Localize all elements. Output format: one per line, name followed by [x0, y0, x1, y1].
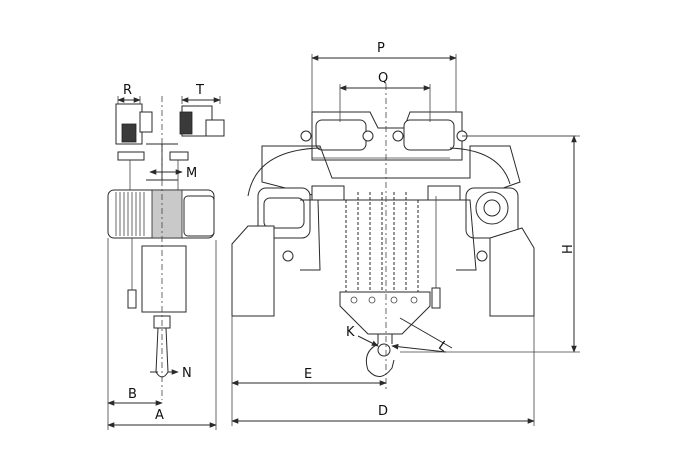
front-view: P Q H K L E D	[231, 41, 580, 426]
side-trolley-frame-right	[169, 151, 189, 161]
side-brake-cover	[183, 195, 215, 237]
dim-p-label: P	[377, 41, 385, 56]
front-plate-right	[427, 185, 461, 201]
side-pendant	[127, 289, 137, 309]
dim-h-label: H	[561, 244, 576, 254]
front-left-motor-cover	[263, 197, 305, 229]
side-gearbox	[151, 189, 183, 239]
side-hanger-rods	[129, 160, 179, 190]
dim-r-label: R	[123, 83, 132, 98]
front-left-indicator	[282, 250, 294, 262]
side-chain-bag	[141, 245, 187, 313]
front-trolley-right-wheel	[403, 119, 455, 151]
dim-q-label: Q	[378, 71, 388, 86]
front-trolley-frame	[311, 111, 463, 161]
side-trolley-motor	[205, 119, 225, 137]
front-chain-falls	[345, 192, 419, 296]
side-trolley-left-wheel	[121, 123, 137, 143]
front-left-chain-bag	[231, 225, 275, 317]
front-plate-left	[311, 185, 345, 201]
front-pendant	[431, 287, 441, 309]
front-cable-right	[449, 147, 511, 185]
front-hook-shank	[377, 334, 393, 344]
dim-d-label: D	[378, 404, 388, 419]
front-bumper-right-inner	[392, 130, 404, 142]
front-bumper-left	[300, 130, 312, 142]
dim-q-extension	[339, 84, 431, 122]
block-sheave-3	[390, 296, 398, 304]
dim-l-line	[391, 343, 447, 353]
dim-k-label: K	[346, 325, 355, 340]
front-right-chain-bag	[489, 227, 535, 317]
dim-ed-extension	[231, 316, 535, 426]
dim-b-label: B	[128, 387, 137, 402]
dim-h-extension	[400, 135, 580, 353]
block-sheave-4	[410, 296, 418, 304]
front-right-indicator	[476, 250, 488, 262]
front-trolley-left-wheel	[315, 119, 367, 151]
dim-l-leader	[399, 317, 453, 349]
front-right-motor-hub	[483, 199, 501, 217]
side-trolley-left-plate	[139, 111, 153, 133]
front-left-side-plate	[300, 199, 321, 271]
dim-m-label: M	[186, 166, 197, 181]
side-trolley-right-wheel	[179, 111, 193, 135]
front-bottom-block	[339, 291, 431, 335]
dim-l-label: L	[435, 338, 450, 355]
dim-a-label: A	[155, 408, 164, 423]
front-hook	[365, 343, 395, 377]
front-cable-left	[247, 147, 321, 197]
side-trolley-frame-left	[117, 151, 145, 161]
dim-n-label: N	[182, 366, 192, 381]
side-hook-shank	[155, 327, 169, 373]
dim-ab-extension	[107, 238, 217, 430]
dim-p-extension	[311, 54, 457, 112]
block-sheave-1	[350, 296, 358, 304]
side-motor-fins	[115, 192, 145, 236]
dim-k-line	[357, 335, 379, 347]
front-right-side-plate	[456, 199, 477, 271]
block-sheave-2	[368, 296, 376, 304]
dim-t-label: T	[195, 83, 204, 98]
dim-e-label: E	[304, 367, 312, 382]
front-bumper-left-inner	[362, 130, 374, 142]
front-hook-eye	[377, 343, 391, 357]
side-view: R T M N B A	[107, 83, 225, 430]
